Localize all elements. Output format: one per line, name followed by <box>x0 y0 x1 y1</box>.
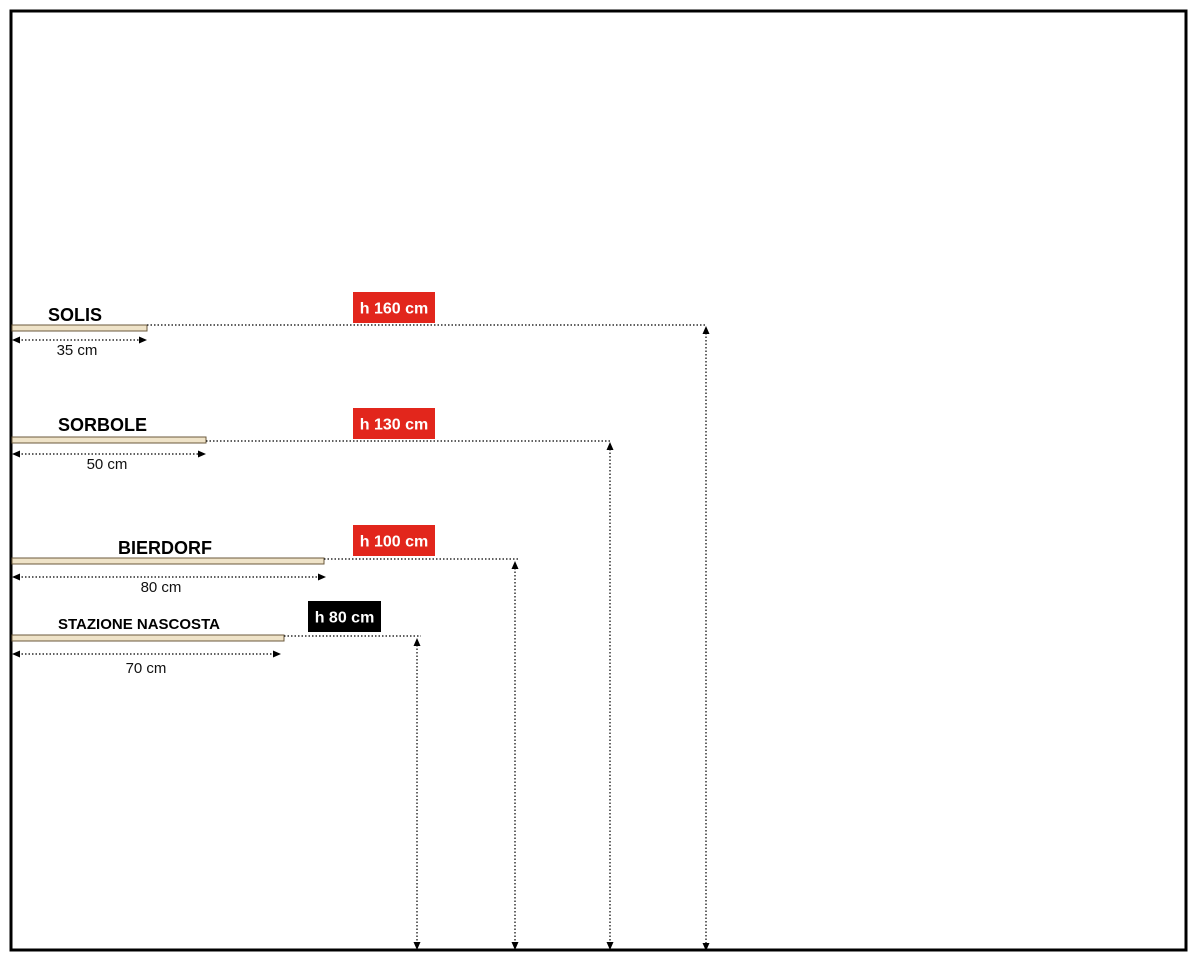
shelf-group-sorbole: SORBOLE 50 cm h 130 cm <box>11 408 614 950</box>
width-arrow-head-left <box>12 336 20 344</box>
width-arrow-head-left <box>12 573 20 581</box>
height-arrow-head-bottom <box>413 942 421 950</box>
height-badge <box>308 601 381 632</box>
height-arrow-head-top <box>702 326 710 334</box>
height-badge <box>353 525 435 556</box>
shelf-name: BIERDORF <box>118 538 212 558</box>
height-badge-label: h 80 cm <box>315 610 375 627</box>
width-arrow-head-right <box>139 336 147 344</box>
height-badge-label: h 160 cm <box>360 301 428 318</box>
height-arrow-head-top <box>511 561 519 569</box>
height-arrow-head-top <box>413 638 421 646</box>
height-badge <box>353 408 435 439</box>
shelf-board <box>11 557 325 565</box>
width-arrow-head-right <box>198 450 206 458</box>
shelf-width-label: 50 cm <box>87 456 128 473</box>
shelf-board <box>11 324 148 332</box>
shelf-width-label: 80 cm <box>141 579 182 596</box>
height-arrow-head-bottom <box>702 943 710 951</box>
shelf-group-stazione-nascosta: STAZIONE NASCOSTA 70 cm h 80 cm <box>11 601 421 950</box>
width-arrow-head-left <box>12 650 20 658</box>
shelf-board <box>11 436 207 444</box>
width-arrow-head-right <box>318 573 326 581</box>
width-arrow-head-right <box>273 650 281 658</box>
height-arrow-head-bottom <box>606 942 614 950</box>
height-badge <box>353 292 435 323</box>
height-arrow-head-bottom <box>511 942 519 950</box>
shelf-group-bierdorf: BIERDORF 80 cm h 100 cm <box>11 525 519 950</box>
shelf-name: SORBOLE <box>58 415 147 435</box>
height-badge-label: h 100 cm <box>360 534 428 551</box>
diagram-frame <box>9 9 1188 952</box>
shelf-width-label: 35 cm <box>57 342 98 359</box>
shelf-width-label: 70 cm <box>126 660 167 677</box>
shelf-group-solis: SOLIS 35 cm h 160 cm <box>11 292 710 951</box>
shelf-board <box>11 634 285 642</box>
width-arrow-head-left <box>12 450 20 458</box>
shelf-name: STAZIONE NASCOSTA <box>58 616 220 633</box>
height-badge-label: h 130 cm <box>360 417 428 434</box>
shelf-name: SOLIS <box>48 305 102 325</box>
height-arrow-head-top <box>606 442 614 450</box>
